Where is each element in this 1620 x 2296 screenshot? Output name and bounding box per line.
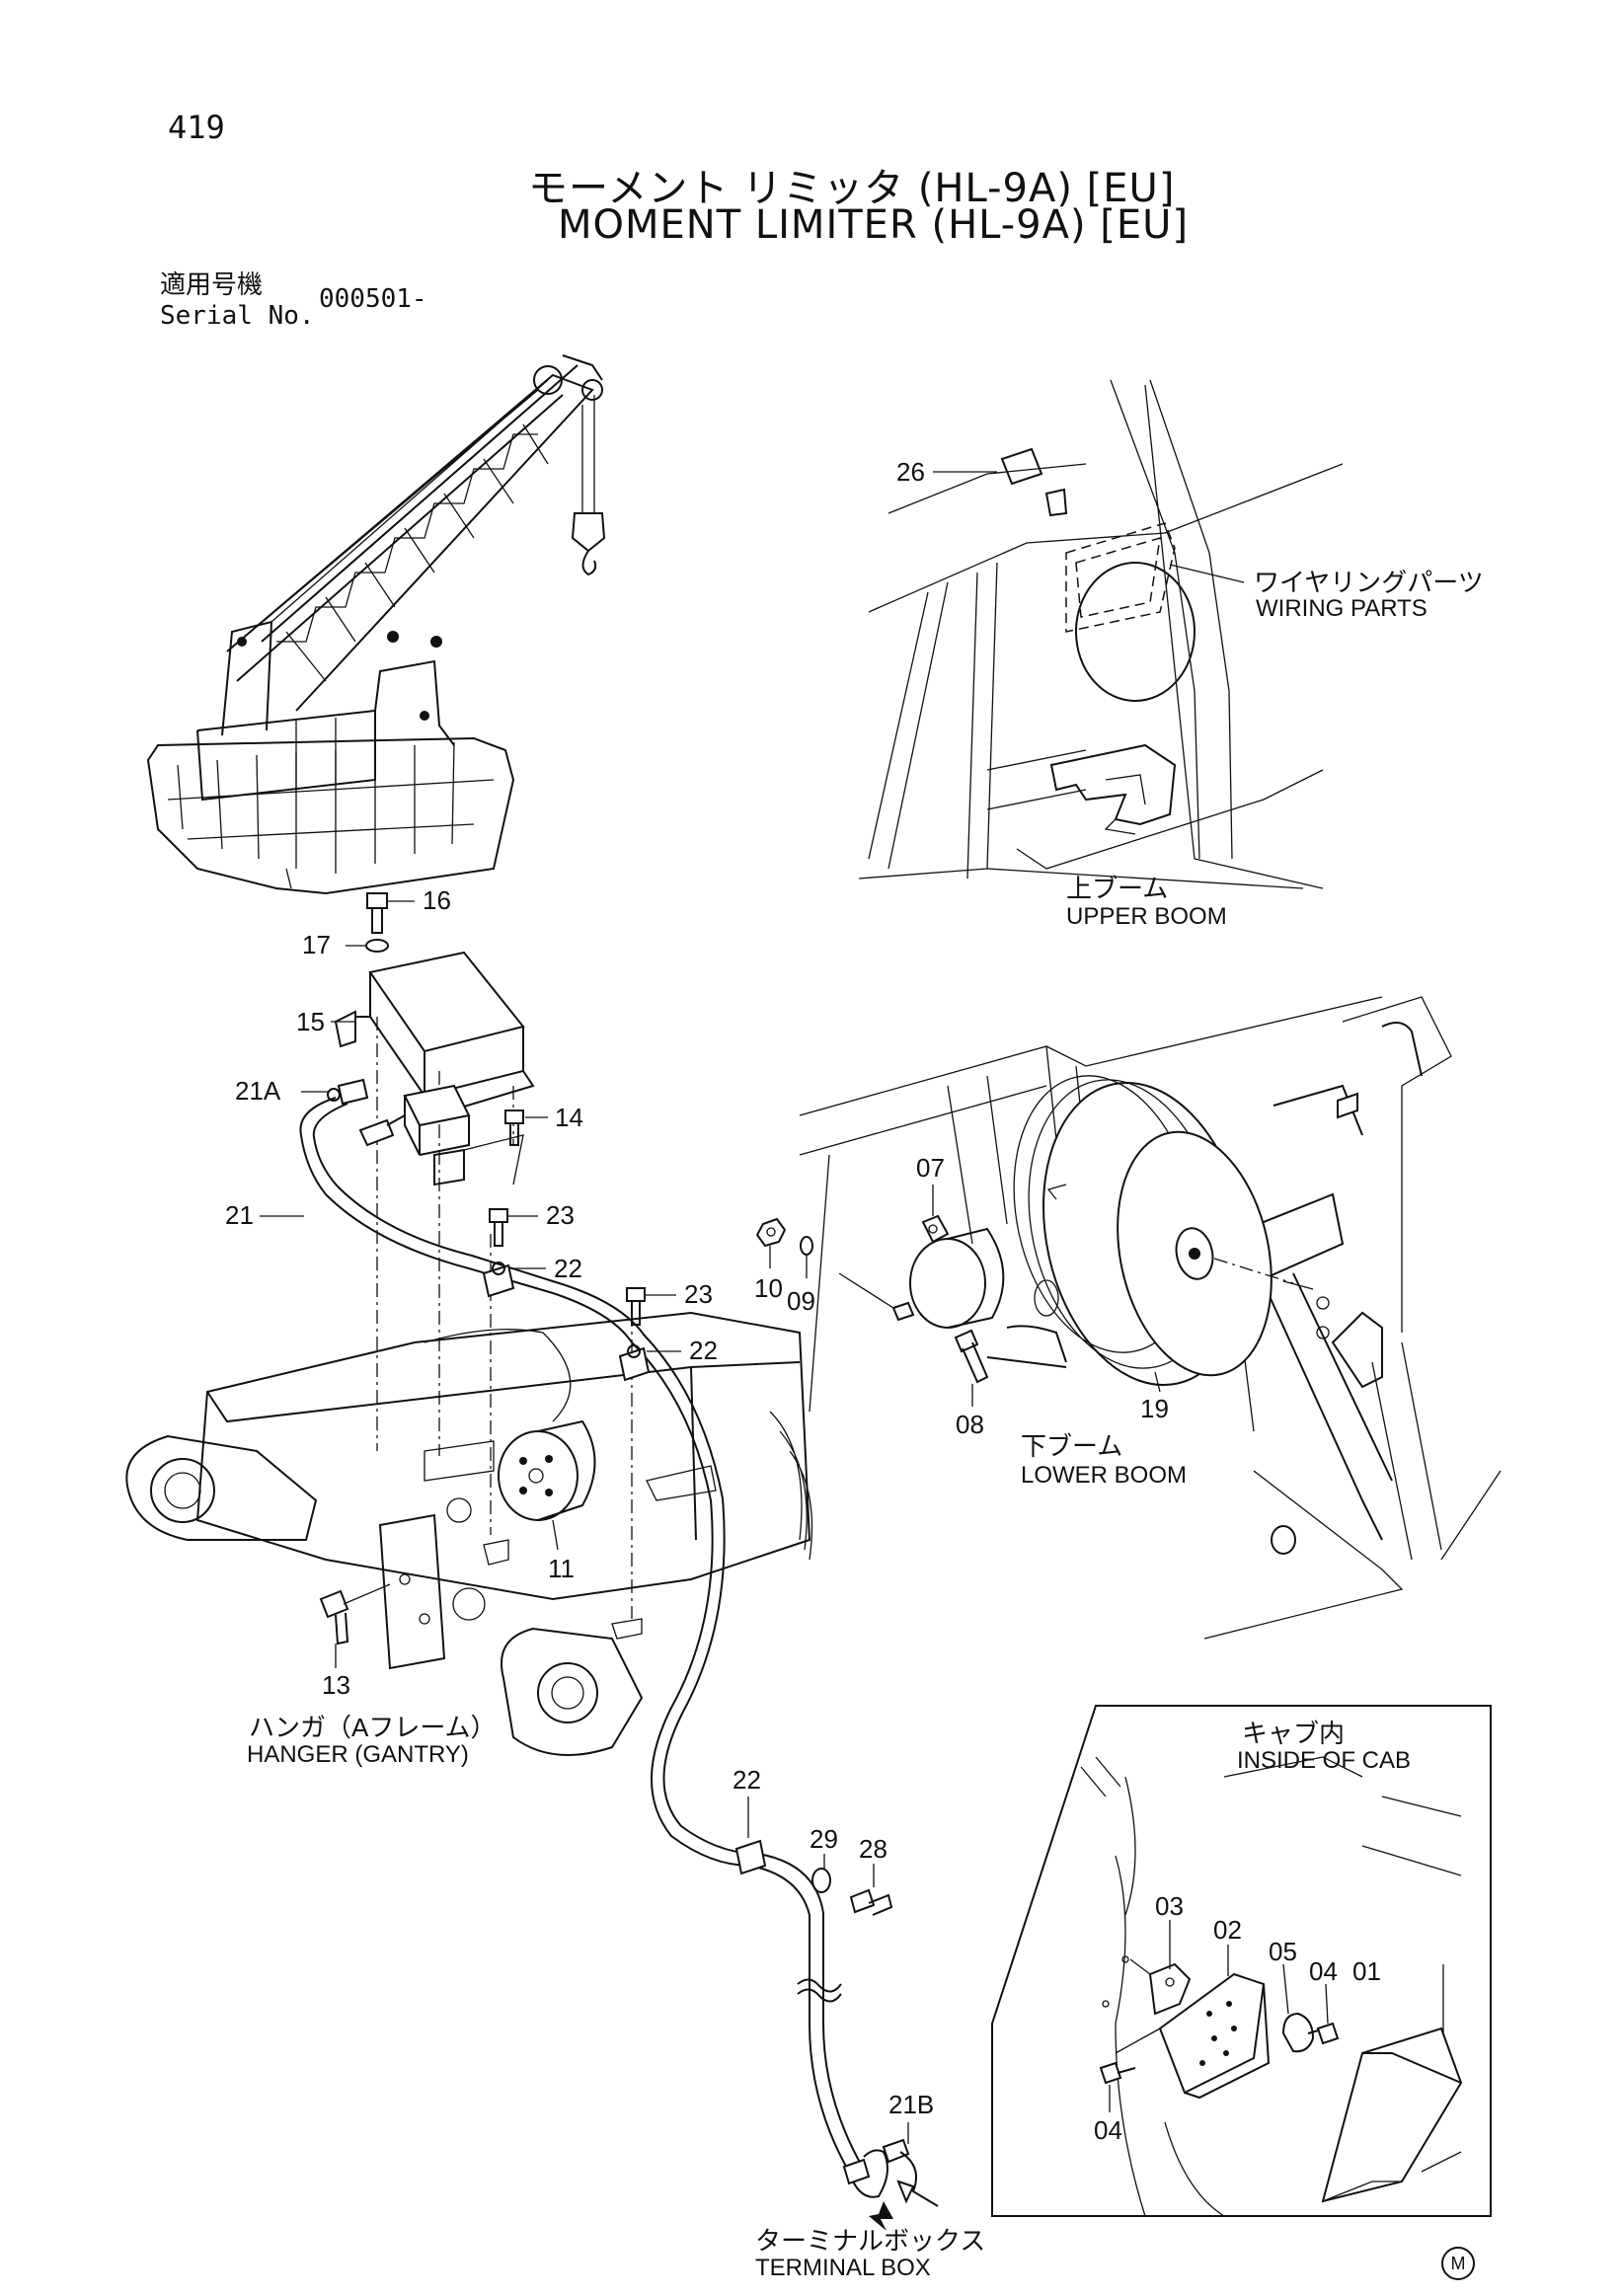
footer-mark: M	[1441, 2247, 1475, 2280]
upper-boom-label-en: UPPER BOOM	[1066, 903, 1227, 930]
callout-14: 14	[555, 1103, 583, 1132]
inside-cab-label-en: INSIDE OF CAB	[1237, 1747, 1412, 1774]
title-japanese: モーメント リミッタ (HL-9A) [EU]	[528, 166, 1176, 211]
callout-21B: 21B	[888, 2090, 935, 2119]
callout-23-lower: 23	[684, 1279, 713, 1309]
wiring-parts-label-en: WIRING PARTS	[1256, 595, 1427, 622]
callout-04-left: 04	[1094, 2115, 1122, 2145]
lower-boom-label-en: LOWER BOOM	[1021, 1462, 1188, 1489]
part-13-bolt	[321, 1584, 390, 1644]
callout-21: 21	[225, 1200, 254, 1230]
callout-08: 08	[956, 1410, 984, 1439]
cable-route	[300, 1098, 938, 2231]
callout-03: 03	[1155, 1891, 1184, 1921]
callout-28: 28	[859, 1834, 887, 1864]
inside-cab-view	[992, 1706, 1491, 2216]
callout-10: 10	[754, 1273, 783, 1303]
page-number: 419	[168, 109, 225, 146]
hanger-gantry-assembly	[126, 1017, 811, 1755]
hanger-label-en: HANGER (GANTRY)	[247, 1741, 469, 1768]
serial-number: 000501-	[319, 284, 427, 314]
callout-13: 13	[322, 1670, 350, 1700]
callout-07: 07	[916, 1153, 945, 1183]
upper-boom-view	[859, 380, 1343, 888]
hanger-label-jp: ハンガ（Aフレーム）	[249, 1713, 497, 1742]
callout-29: 29	[810, 1824, 838, 1854]
part-11-hub	[499, 1421, 595, 1520]
callout-15: 15	[296, 1007, 325, 1036]
callout-21A: 21A	[235, 1076, 281, 1106]
lower-boom-label-jp: 下ブーム	[1021, 1431, 1123, 1461]
crane-overview-illustration	[148, 355, 604, 893]
callout-16: 16	[423, 885, 451, 915]
wiring-parts-label-jp: ワイヤリングパーツ	[1254, 568, 1484, 597]
callout-19: 19	[1140, 1394, 1169, 1423]
serial-label-japanese: 適用号機	[160, 270, 264, 300]
callout-09: 09	[787, 1286, 815, 1316]
terminal-box-label-en: TERMINAL BOX	[755, 2255, 931, 2281]
callout-23-upper: 23	[546, 1200, 575, 1230]
callout-11: 11	[548, 1554, 575, 1583]
cover-assembly	[328, 893, 533, 1185]
callout-17: 17	[302, 930, 331, 959]
inside-cab-label-jp: キャブ内	[1242, 1719, 1346, 1748]
callout-26: 26	[896, 457, 925, 487]
title-english: MOMENT LIMITER (HL-9A) [EU]	[558, 202, 1190, 248]
callout-01: 01	[1352, 1956, 1381, 1986]
lower-boom-view	[757, 997, 1501, 1639]
callout-02: 02	[1213, 1915, 1242, 1945]
terminal-box-label-jp: ターミナルボックス	[755, 2226, 986, 2256]
callout-22-lower: 22	[733, 1765, 761, 1795]
callout-22-middle: 22	[689, 1336, 718, 1365]
upper-boom-label-jp: 上ブーム	[1066, 874, 1169, 903]
serial-label-english: Serial No.	[160, 301, 315, 331]
callout-04-right: 04	[1309, 1956, 1338, 1986]
callout-leaders	[260, 901, 1160, 2144]
callout-05: 05	[1269, 1937, 1297, 1966]
callout-22-upper: 22	[554, 1254, 582, 1283]
